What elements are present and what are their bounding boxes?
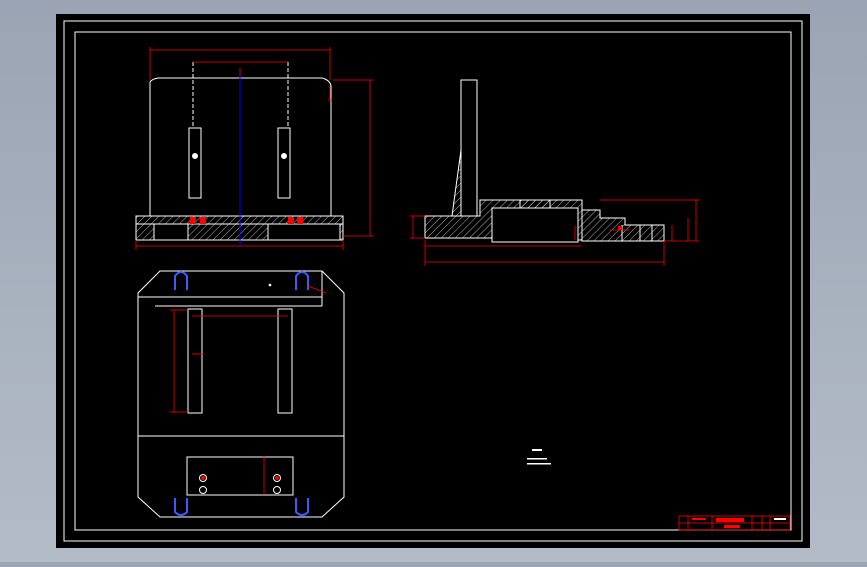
technical-notes xyxy=(527,449,551,465)
front-view-dimensions xyxy=(135,47,374,250)
outer-border xyxy=(63,20,803,542)
side-view-dimensions xyxy=(410,199,700,266)
side-view xyxy=(424,79,665,243)
inner-border xyxy=(74,31,792,531)
top-view xyxy=(137,270,345,518)
title-block xyxy=(678,515,791,531)
top-view-dimensions xyxy=(170,285,327,495)
drawing-sheet xyxy=(56,14,810,548)
